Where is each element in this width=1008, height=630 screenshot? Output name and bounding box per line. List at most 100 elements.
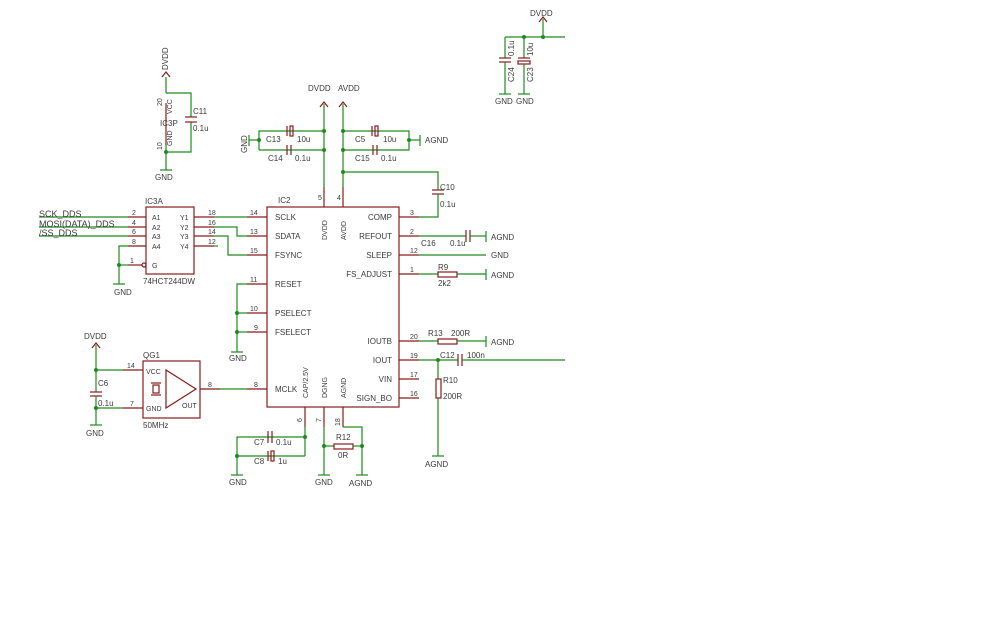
ic2-pin-num: 4: [337, 195, 341, 202]
c24-name: C24: [507, 67, 516, 82]
ic3p-pin-num: 20: [157, 98, 164, 106]
ic2-pin-num: 5: [318, 195, 322, 202]
ic2-pin-num: 2: [410, 229, 414, 236]
ic2-pin-num: 8: [254, 382, 258, 389]
c16-name: C16: [421, 239, 436, 248]
gnd-label: GND: [315, 478, 333, 487]
ic2-pin-label: CAP/2.5V: [303, 367, 310, 398]
ic3a-pin-label: A4: [152, 244, 161, 251]
ic2-pin-num: 3: [410, 210, 414, 217]
qg1[interactable]: QG1 50MHz VCC GND OUT 14 7 8: [123, 351, 220, 430]
c5-value: 10u: [383, 135, 396, 144]
qg1-pin-num: 8: [208, 382, 212, 389]
ic2-pin-num: 13: [250, 229, 258, 236]
qg1-freq: 50MHz: [143, 421, 168, 430]
ic3a-name: IC3A: [145, 197, 163, 206]
r9-value: 2k2: [438, 279, 451, 288]
ic2-pin-num: 19: [410, 353, 418, 360]
ic3a-pin-num: 16: [208, 220, 216, 227]
c16-value: 0.1u: [450, 239, 466, 248]
right-side-network: C16 0.1u AGND GND R9 2k2 AGND R13 200R A…: [419, 230, 565, 469]
qg1-pin-num: 14: [127, 363, 135, 370]
ic2-pin-num: 18: [335, 418, 342, 426]
ic2-pin-label: MCLK: [275, 385, 298, 394]
c23-name: C23: [526, 67, 535, 82]
ic2-pin-label: REFOUT: [359, 232, 392, 241]
c11-value: 0.1u: [193, 124, 209, 133]
qg1-out: OUT: [182, 403, 198, 410]
agnd-label: AGND: [349, 479, 372, 488]
ic2-pin-label: PSELECT: [275, 309, 312, 318]
bottom-network: GND C7 0.1u C8 1u GND R12 0R AGND: [229, 426, 372, 488]
gnd-label: GND: [229, 478, 247, 487]
c24-value: 0.1u: [507, 40, 516, 56]
ic2-pin-label: DVDD: [322, 220, 329, 240]
ic3a-pin-label: Y1: [180, 215, 189, 222]
ic2-pin-label: FSELECT: [275, 328, 311, 337]
avdd-label: AVDD: [338, 84, 360, 93]
c8-value: 1u: [278, 457, 287, 466]
r10-name: R10: [443, 376, 458, 385]
ic2-pin-num: 9: [254, 325, 258, 332]
ic3a-pin-num: 4: [132, 220, 136, 227]
r12-name: R12: [336, 433, 351, 442]
c23-value: 10u: [526, 43, 535, 56]
ic2-pin-num: 12: [410, 248, 418, 255]
ic2-pin-label: DGNG: [322, 377, 329, 398]
gnd-label: GND: [86, 429, 104, 438]
ic3p[interactable]: IC3P VCC GND 20 10 DVDD GND C11 0.1u: [155, 47, 209, 182]
ic2-pin-label: RESET: [275, 280, 302, 289]
net-label-sck: SCK_DDS: [39, 209, 82, 219]
dvdd-label: DVDD: [308, 84, 331, 93]
ic3a-pin-label: A3: [152, 234, 161, 241]
qg1-nets: DVDD GND C6 0.1u: [84, 332, 247, 438]
ic3a[interactable]: IC3A 74HCT244DW 2 4 6 8 1 A1 A2 A3 A4 G …: [128, 197, 216, 286]
r13-value: 200R: [451, 329, 470, 338]
c10-name: C10: [440, 183, 455, 192]
net-label-ss: /SS_DDS: [39, 228, 78, 238]
c6-name: C6: [98, 379, 109, 388]
gnd-label: GND: [240, 135, 249, 153]
ic3a-pin-label: Y4: [180, 244, 189, 251]
ic2-pin-label: IOUTB: [368, 337, 392, 346]
ic2-pin-num: 11: [250, 277, 257, 284]
ic2-pin-num: 10: [250, 306, 258, 313]
c8-name: C8: [254, 457, 265, 466]
qg1-pin-num: 7: [130, 401, 134, 408]
ic3a-pin-num: 18: [208, 210, 216, 217]
c13-name: C13: [266, 135, 281, 144]
ic3a-part: 74HCT244DW: [143, 277, 195, 286]
gnd-label: GND: [495, 97, 513, 106]
ic2-pin-label: SIGN_BO: [356, 394, 392, 403]
ic2-pin-label: SLEEP: [366, 251, 392, 260]
ic2[interactable]: IC2 14 13 15 11 10 9 8 SCLK SDATA FSYNC …: [247, 187, 419, 427]
qg1-gnd: GND: [146, 406, 162, 413]
gnd-label: GND: [155, 173, 173, 182]
ic2-pin-num: 17: [410, 372, 418, 379]
c10-value: 0.1u: [440, 200, 456, 209]
ic3a-pin-num: 12: [208, 239, 216, 246]
c14-name: C14: [268, 154, 283, 163]
ic3p-pin-num: 10: [157, 142, 164, 150]
gnd-label: GND: [114, 288, 132, 297]
ic2-pin-num: 14: [250, 210, 258, 217]
ic3a-pin-label: Y3: [180, 234, 189, 241]
ic2-pin-num: 6: [297, 418, 304, 422]
ic2-pin-label: COMP: [368, 213, 392, 222]
net-label-mosi: MOSI(DATA)_DDS: [39, 219, 115, 229]
r10-value: 200R: [443, 392, 462, 401]
supply-rails: DVDD AVDD GND C13 10u C14 0.1u AGND C5 1…: [240, 84, 456, 218]
r9-name: R9: [438, 263, 449, 272]
ic2-pin-label: FSYNC: [275, 251, 302, 260]
ic2-pin-label: VIN: [379, 375, 393, 384]
ic3a-pin-num: 2: [132, 210, 136, 217]
dvdd-label: DVDD: [84, 332, 107, 341]
ic3a-pin-label: Y2: [180, 225, 189, 232]
ic3a-pin-num: 14: [208, 229, 216, 236]
qg1-name: QG1: [143, 351, 160, 360]
ic3p-vcc: VCC: [167, 99, 174, 114]
ic3a-pin-num: 8: [132, 239, 136, 246]
ic2-pin-label: AVDD: [341, 221, 348, 240]
qg1-vcc: VCC: [146, 369, 161, 376]
